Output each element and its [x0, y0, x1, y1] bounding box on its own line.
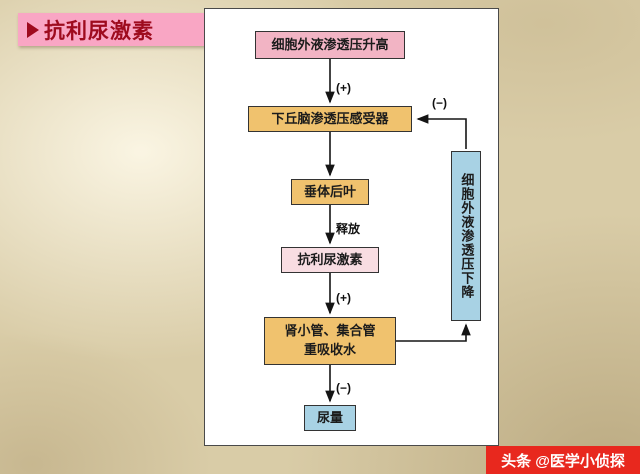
- arrow-fall-to-receptor: [416, 114, 467, 149]
- page-title: 抗利尿激素: [44, 19, 154, 43]
- edge-label-inhibit-2: (−): [432, 96, 447, 110]
- slide-title-banner: 抗利尿激素: [18, 13, 208, 46]
- node-osmotic-pressure-fall: 细胞外液渗透压下降: [451, 151, 481, 321]
- arrow-tubule-to-fall: [396, 323, 471, 342]
- node-label: 垂体后叶: [303, 183, 356, 199]
- arrowhead-right-icon: [27, 21, 39, 38]
- node-label-line2: 重吸收水: [303, 342, 356, 357]
- edge-label-release: 释放: [336, 222, 361, 236]
- node-label: 细胞外液渗透压下降: [459, 173, 475, 299]
- node-urine-volume: 尿量: [304, 405, 356, 431]
- node-label: 尿量: [316, 409, 343, 425]
- node-label: 抗利尿激素: [297, 251, 363, 267]
- watermark-text: 头条 @医学小侦探: [501, 452, 625, 470]
- node-hypothalamus-osmoreceptor: 下丘脑渗透压感受器: [248, 106, 412, 132]
- node-renal-tubule-reabsorption: 肾小管、集合管 重吸收水: [264, 317, 396, 365]
- node-label-line1: 肾小管、集合管: [284, 323, 376, 339]
- watermark-banner: 头条 @医学小侦探: [486, 446, 640, 474]
- node-label: 细胞外液渗透压升高: [271, 36, 389, 52]
- node-label: 下丘脑渗透压感受器: [271, 110, 389, 126]
- edge-label-inhibit-1: (−): [336, 381, 351, 395]
- node-osmotic-pressure-rise: 细胞外液渗透压升高: [255, 31, 405, 59]
- node-posterior-pituitary: 垂体后叶: [291, 179, 369, 205]
- edge-label-stimulate-1: (+): [336, 81, 351, 95]
- node-antidiuretic-hormone: 抗利尿激素: [281, 247, 379, 273]
- edge-label-stimulate-2: (+): [336, 291, 351, 305]
- flowchart-panel: 细胞外液渗透压升高 下丘脑渗透压感受器 垂体后叶 抗利尿激素 肾小管、集合管 重…: [204, 8, 499, 446]
